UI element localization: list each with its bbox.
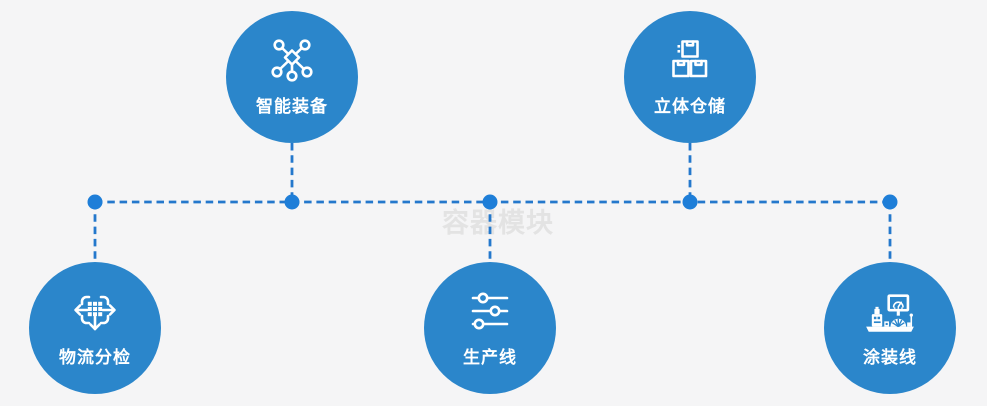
node-label: 物流分检: [59, 348, 131, 368]
junction-dot: [682, 194, 698, 210]
node-label: 涂装线: [863, 348, 917, 368]
junction-dot: [87, 194, 103, 210]
node-label: 生产线: [463, 348, 517, 368]
network-nodes-icon: [267, 36, 317, 89]
node-label: 立体仓储: [654, 97, 726, 117]
node-logistics-sorting: 物流分检: [29, 262, 161, 394]
watermark: 容器模块: [442, 208, 554, 238]
node-coating-line: 涂装线: [824, 262, 956, 394]
sort-distribute-icon: [70, 287, 120, 340]
node-stereo-warehouse: 立体仓储: [624, 11, 756, 143]
coating-machine-icon: [863, 287, 917, 340]
node-production-line: 生产线: [424, 262, 556, 394]
node-label: 智能装备: [256, 97, 328, 117]
junction-dot: [482, 194, 498, 210]
junction-dot: [882, 194, 898, 210]
junction-dot: [284, 194, 300, 210]
stacked-boxes-icon: [665, 36, 715, 89]
node-smart-equipment: 智能装备: [226, 11, 358, 143]
sliders-icon: [465, 287, 515, 340]
